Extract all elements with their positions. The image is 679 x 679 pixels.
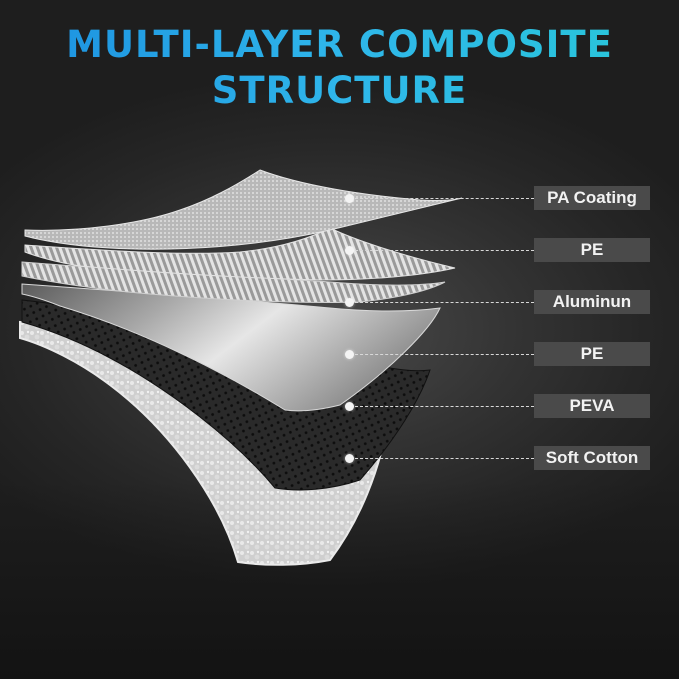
connector-soft-cotton bbox=[350, 458, 534, 459]
marker-dot-pe-lower bbox=[345, 350, 354, 359]
label-pe-lower: PE bbox=[534, 342, 650, 366]
marker-dot-pa-coating bbox=[345, 194, 354, 203]
label-aluminium: Aluminun bbox=[534, 290, 650, 314]
connector-pe-upper bbox=[350, 250, 534, 251]
marker-dot-pe-upper bbox=[345, 246, 354, 255]
layer-pa-coating bbox=[25, 170, 462, 249]
label-soft-cotton: Soft Cotton bbox=[534, 446, 650, 470]
connector-peva bbox=[350, 406, 534, 407]
connector-pe-lower bbox=[350, 354, 534, 355]
marker-dot-aluminium bbox=[345, 298, 354, 307]
connector-aluminium bbox=[350, 302, 534, 303]
marker-dot-soft-cotton bbox=[345, 454, 354, 463]
connector-pa-coating bbox=[350, 198, 534, 199]
marker-dot-peva bbox=[345, 402, 354, 411]
label-peva: PEVA bbox=[534, 394, 650, 418]
label-pe-upper: PE bbox=[534, 238, 650, 262]
label-pa-coating: PA Coating bbox=[534, 186, 650, 210]
